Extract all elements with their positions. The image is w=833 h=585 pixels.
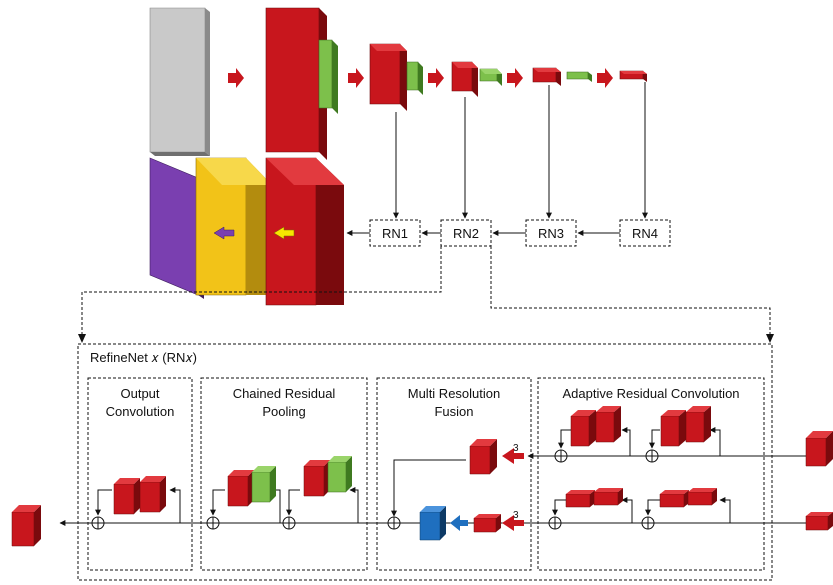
feature-block-1 bbox=[265, 7, 338, 160]
rn3-label: RN3 bbox=[538, 226, 564, 241]
output-convolution-box bbox=[87, 377, 193, 571]
crp-stage bbox=[206, 456, 359, 530]
chained-residual-pooling-box bbox=[200, 377, 368, 571]
chained-residual-pooling-title-2: Pooling bbox=[262, 404, 305, 419]
feature-block-2 bbox=[369, 43, 423, 111]
red-arrow bbox=[597, 68, 613, 88]
detail-title: RefineNet 𝑥 (RN𝑥) bbox=[90, 350, 197, 365]
feature-block-5 bbox=[619, 70, 647, 82]
red-arrow bbox=[502, 448, 524, 464]
rn1-box bbox=[369, 219, 421, 247]
blue-arrow bbox=[450, 515, 468, 531]
feature-block-3 bbox=[451, 61, 502, 97]
fusion-sum-block bbox=[419, 511, 441, 541]
fusion-merge-line bbox=[391, 459, 466, 517]
mrf-upper: 3 bbox=[469, 439, 524, 475]
output-convolution-title-2: Convolution bbox=[106, 404, 175, 419]
feature-block-4 bbox=[532, 67, 592, 86]
multi-resolution-fusion-box bbox=[376, 377, 532, 571]
multi-resolution-fusion-title-1: Multi Resolution bbox=[408, 386, 501, 401]
output-stack bbox=[149, 157, 344, 306]
chained-residual-pooling-title-1: Chained Residual bbox=[233, 386, 336, 401]
expand-arrowhead-right bbox=[766, 334, 774, 343]
encoder-to-refine-connectors bbox=[393, 82, 648, 219]
rn1-label: RN1 bbox=[382, 226, 408, 241]
arc-lower-row bbox=[548, 488, 731, 530]
rn3-box bbox=[525, 219, 577, 247]
red-arrow bbox=[348, 68, 364, 88]
scale-label-upper: 3 bbox=[513, 443, 519, 454]
final-output-feature bbox=[11, 505, 41, 547]
red-arrow bbox=[228, 68, 244, 88]
rn2-box bbox=[440, 219, 492, 247]
mrf-sum bbox=[387, 516, 401, 530]
rn2-label: RN2 bbox=[453, 226, 479, 241]
output-convolution-title-1: Output bbox=[120, 386, 159, 401]
multi-resolution-fusion-title-2: Fusion bbox=[434, 404, 473, 419]
mrf-lower: 3 bbox=[419, 506, 524, 541]
rn2-expansion-lines bbox=[81, 246, 771, 336]
arc-upper-row bbox=[554, 406, 721, 463]
adaptive-residual-convolution-box bbox=[537, 377, 765, 571]
scale-label-lower: 3 bbox=[513, 510, 519, 521]
refinenet-detail-panel: RefineNet 𝑥 (RN𝑥) Output Convolution Cha… bbox=[59, 343, 833, 581]
input-feature-upper bbox=[805, 431, 833, 467]
red-arrow bbox=[502, 515, 524, 531]
input-feature-lower bbox=[805, 512, 833, 531]
yellow-arrow bbox=[273, 226, 295, 240]
rn4-label: RN4 bbox=[632, 226, 658, 241]
rn4-box bbox=[619, 219, 671, 247]
expand-arrowhead-left bbox=[78, 334, 86, 343]
red-arrow bbox=[428, 68, 444, 88]
adaptive-residual-convolution-title: Adaptive Residual Convolution bbox=[562, 386, 739, 401]
red-arrow bbox=[507, 68, 523, 88]
encoder-row bbox=[149, 7, 647, 160]
refine-blocks-row: RN1 RN2 RN3 RN4 bbox=[369, 219, 671, 247]
input-image bbox=[149, 7, 210, 156]
output-conv-stage bbox=[91, 476, 181, 530]
purple-arrow bbox=[213, 226, 235, 240]
